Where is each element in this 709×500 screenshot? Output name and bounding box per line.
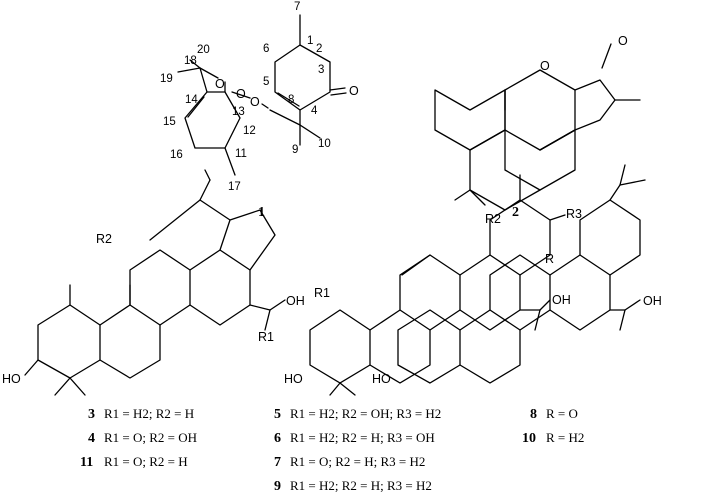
def-compound-number: 10 xyxy=(522,431,536,446)
compound-5-r3-label: R3 xyxy=(566,207,582,221)
def-compound-number: 5 xyxy=(274,407,281,422)
def-text: R1 = O; R2 = H; R3 = H2 xyxy=(290,454,425,469)
c17-label: 17 xyxy=(228,181,241,193)
def-text: R = O xyxy=(546,406,578,421)
c16-label: 16 xyxy=(170,149,183,161)
compound-5-structure xyxy=(309,174,566,396)
keto-oxygen: O xyxy=(349,84,359,98)
c4-label: 4 xyxy=(311,105,318,117)
c10-label: 10 xyxy=(318,138,331,150)
compound-8-r-label: R xyxy=(545,252,554,266)
def-compound-number: 11 xyxy=(80,455,93,470)
c5-label: 5 xyxy=(263,76,269,88)
def-text: R1 = H2; R2 = H xyxy=(104,406,194,421)
c19-label: 19 xyxy=(160,73,173,85)
compound-3-r1-label: R1 xyxy=(258,330,274,344)
c18-label: 18 xyxy=(184,55,197,67)
c7-label: 7 xyxy=(294,1,300,13)
c9-label: 9 xyxy=(292,144,298,156)
c11-label: 11 xyxy=(235,148,247,160)
compound-3-oh-label: OH xyxy=(286,294,305,308)
c13-label: 13 xyxy=(232,106,245,118)
peroxide-oxygen-b: O xyxy=(236,87,246,101)
def-compound-number: 7 xyxy=(274,455,281,470)
def-text: R1 = O; R2 = OH xyxy=(104,430,197,445)
compound-8-ho-label: HO xyxy=(372,372,391,386)
c2-label: 2 xyxy=(316,43,322,55)
compound-3-r2-label: R2 xyxy=(96,232,112,246)
def-text: R1 = H2; R2 = H; R3 = OH xyxy=(290,430,435,445)
compound-8-structure xyxy=(397,164,646,384)
c20-label: 20 xyxy=(197,44,210,56)
def-compound-number: 4 xyxy=(88,431,95,446)
lactone-carbonyl-oxygen: O xyxy=(618,34,628,48)
def-text: R = H2 xyxy=(546,430,584,445)
compound-2-structure xyxy=(434,43,641,211)
def-text: R1 = H2; R2 = H; R3 = H2 xyxy=(290,478,432,493)
def-compound-number: 8 xyxy=(530,407,537,422)
c1-label: 1 xyxy=(307,35,313,47)
compound-5-oh-label: OH xyxy=(552,293,571,307)
compound-5-r1-label: R1 xyxy=(314,286,330,300)
c6-label: 6 xyxy=(263,43,269,55)
compound-5-ho-label: HO xyxy=(284,372,303,386)
definitions-3-4-11: 3 R1 = H2; R2 = H 4 R1 = O; R2 = OH 11 R… xyxy=(80,406,197,470)
compound-8-oh-label: OH xyxy=(643,294,662,308)
compound-1-structure xyxy=(177,14,347,176)
compound-2-number: 2 xyxy=(512,205,519,220)
compound-3-ho-label: HO xyxy=(2,372,21,386)
c14-label: 14 xyxy=(185,94,198,106)
peroxide-oxygen-a: O xyxy=(215,77,225,91)
c8-label: 8 xyxy=(288,94,294,106)
def-text: R1 = H2; R2 = OH; R3 = H2 xyxy=(290,406,441,421)
compound-5-r2-label: R2 xyxy=(485,212,501,226)
def-compound-number: 6 xyxy=(274,431,281,446)
lactone-ring-oxygen: O xyxy=(540,59,550,73)
c12-label: 12 xyxy=(243,125,256,137)
definitions-5-6-7-9: 5 R1 = H2; R2 = OH; R3 = H2 6 R1 = H2; R… xyxy=(274,406,441,494)
def-text: R1 = O; R2 = H xyxy=(104,454,188,469)
peroxide-oxygen-c: O xyxy=(250,95,260,109)
def-compound-number: 9 xyxy=(274,479,281,494)
c3-label: 3 xyxy=(318,64,324,76)
compound-3-structure xyxy=(24,169,286,396)
def-compound-number: 3 xyxy=(88,407,95,422)
c15-label: 15 xyxy=(163,116,176,128)
definitions-8-10: 8 R = O 10 R = H2 xyxy=(522,406,584,446)
